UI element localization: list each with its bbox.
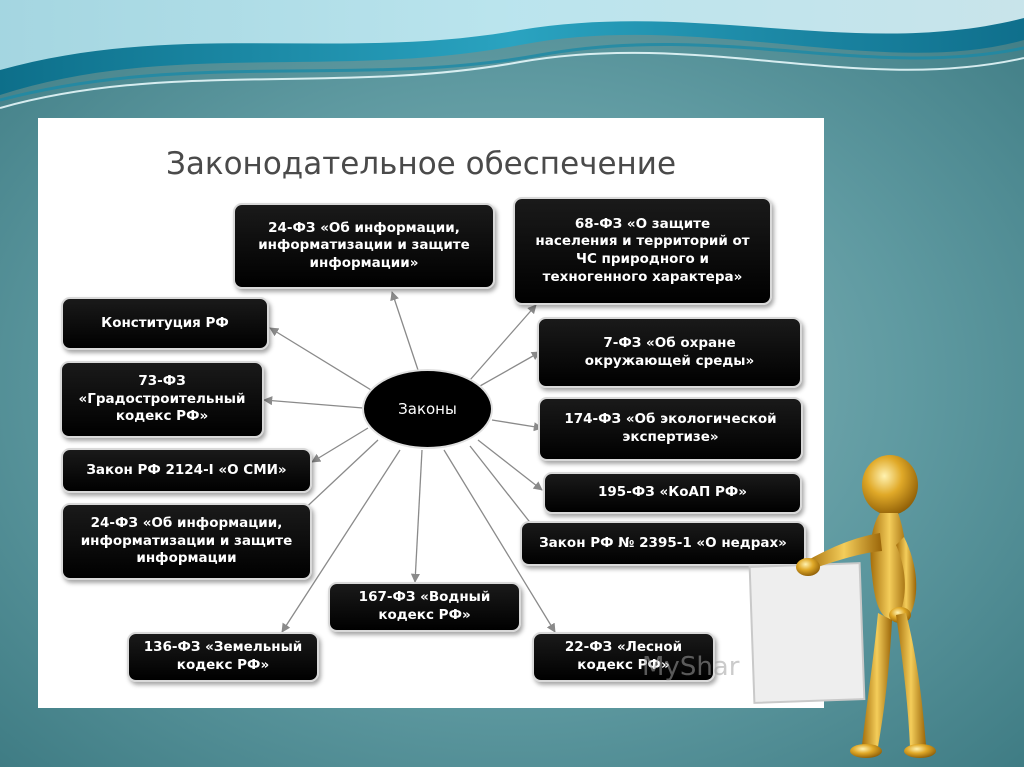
arrow-to-box-7 <box>311 427 369 463</box>
arrow-to-box-11 <box>410 449 423 583</box>
watermark: MyShar <box>642 652 740 682</box>
arrow-to-box-12 <box>281 449 401 633</box>
decorative-wave-banner <box>0 0 1024 109</box>
golden-figure-with-sign-illustration <box>748 455 936 758</box>
arrow-to-box-3 <box>269 327 377 394</box>
diagram-title: Законодательное обеспечение <box>166 146 677 182</box>
box-22fz-forest-code: 22-ФЗ «Лесной кодекс РФ» <box>532 632 715 682</box>
box-174fz-expertise: 174-ФЗ «Об экологической экспертизе» <box>538 397 803 461</box>
arrow-to-box-13 <box>443 449 556 633</box>
arrow-to-box-9 <box>297 439 379 516</box>
box-law-2124-media: Закон РФ 2124-I «О СМИ» <box>61 448 312 493</box>
arrow-to-box-2 <box>469 304 537 381</box>
box-73fz-urban-code: 73-ФЗ «Градостроительный кодекс РФ» <box>60 361 264 438</box>
arrow-to-box-5 <box>263 396 364 409</box>
box-136fz-land-code: 136-ФЗ «Земельный кодекс РФ» <box>127 632 319 682</box>
box-7fz-environment: 7-ФЗ «Об охране окружающей среды» <box>537 317 802 388</box>
arrow-to-box-6 <box>491 419 543 432</box>
blank-sign-board <box>748 562 866 704</box>
box-law-2395-subsoil: Закон РФ № 2395-1 «О недрах» <box>520 521 806 566</box>
arrow-to-box-4 <box>479 351 541 387</box>
arrow-to-box-1 <box>390 291 419 371</box>
box-constitution: Конституция РФ <box>61 297 269 350</box>
box-195fz-koap: 195-ФЗ «КоАП РФ» <box>543 472 802 514</box>
box-68fz-emergencies: 68-ФЗ «О защите населения и территорий о… <box>513 197 772 305</box>
hub-laws: Законы <box>362 369 493 449</box>
box-24fz-info-bottom: 24-ФЗ «Об информации, информатизации и з… <box>61 503 312 580</box>
box-167fz-water-code: 167-ФЗ «Водный кодекс РФ» <box>328 582 521 632</box>
box-24fz-info-top: 24-ФЗ «Об информации, информатизации и з… <box>233 203 495 289</box>
arrow-to-box-8 <box>477 439 543 491</box>
arrow-to-box-10 <box>469 445 537 531</box>
